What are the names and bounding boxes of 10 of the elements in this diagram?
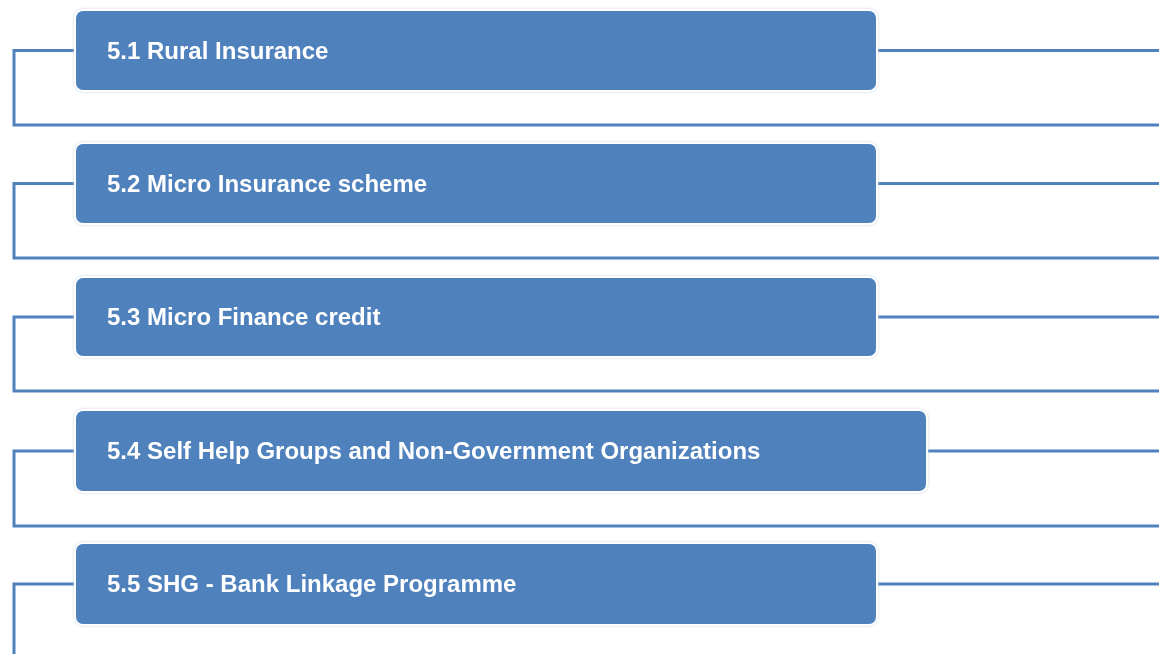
box-label: 5.3 Micro Finance credit <box>107 303 381 331</box>
process-box <box>74 9 878 92</box>
box-label: 5.1 Rural Insurance <box>107 36 329 65</box>
process-box <box>74 409 928 493</box>
process-box <box>74 142 878 225</box>
box-label: 5.2 Micro Insurance scheme <box>107 169 428 198</box>
process-box <box>74 542 878 626</box>
process-box <box>74 276 878 358</box>
box-label: 5.5 SHG - Bank Linkage Programme <box>107 570 517 598</box>
box-label: 5.4 Self Help Groups and Non-Government Organizations <box>107 437 761 465</box>
